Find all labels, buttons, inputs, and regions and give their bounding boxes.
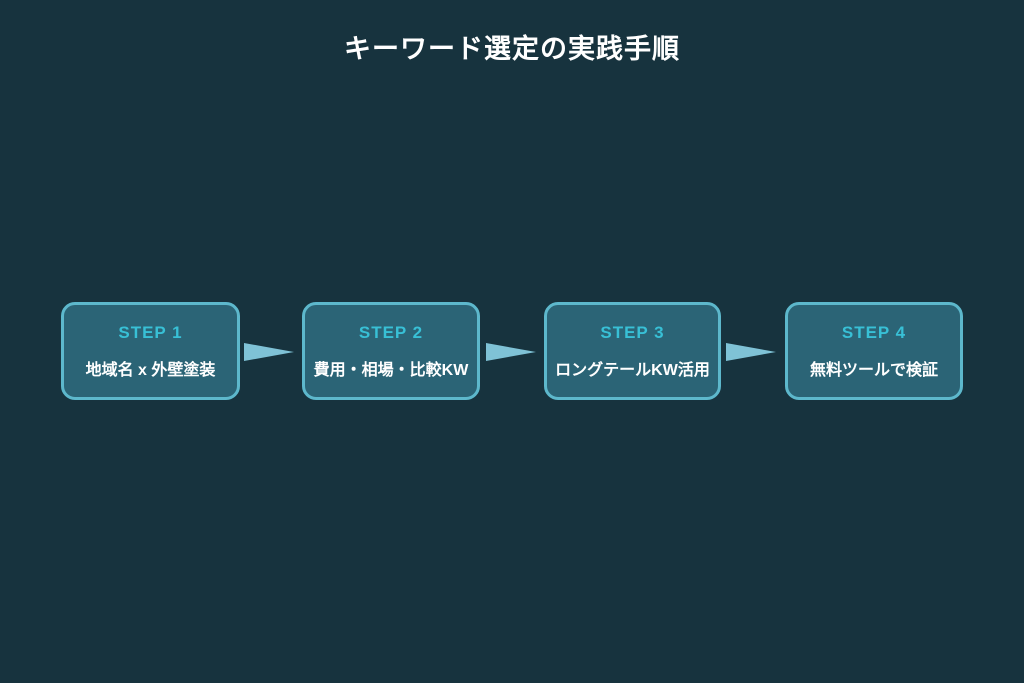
step-3-text: ロングテールKW活用 [555, 361, 710, 379]
step-3-box: STEP 3 ロングテールKW活用 [544, 302, 721, 400]
step-1-text: 地域名 x 外壁塗装 [85, 361, 216, 379]
step-4-text: 無料ツールで検証 [809, 361, 938, 379]
arrow-right-icon [486, 343, 536, 361]
step-1-label: STEP 1 [118, 322, 183, 342]
step-2-box: STEP 2 費用・相場・比較KW [302, 302, 480, 400]
step-4-box: STEP 4 無料ツールで検証 [785, 302, 963, 400]
step-3-label: STEP 3 [600, 322, 665, 342]
arrow-right-icon [244, 343, 294, 361]
step-2-label: STEP 2 [358, 322, 424, 342]
step-1-box: STEP 1 地域名 x 外壁塗装 [61, 302, 240, 400]
step-4-label: STEP 4 [841, 322, 907, 342]
step-2-text: 費用・相場・比較KW [313, 361, 469, 379]
diagram-title: キーワード選定の実践手順 [344, 34, 680, 64]
arrow-right-icon [726, 343, 776, 361]
